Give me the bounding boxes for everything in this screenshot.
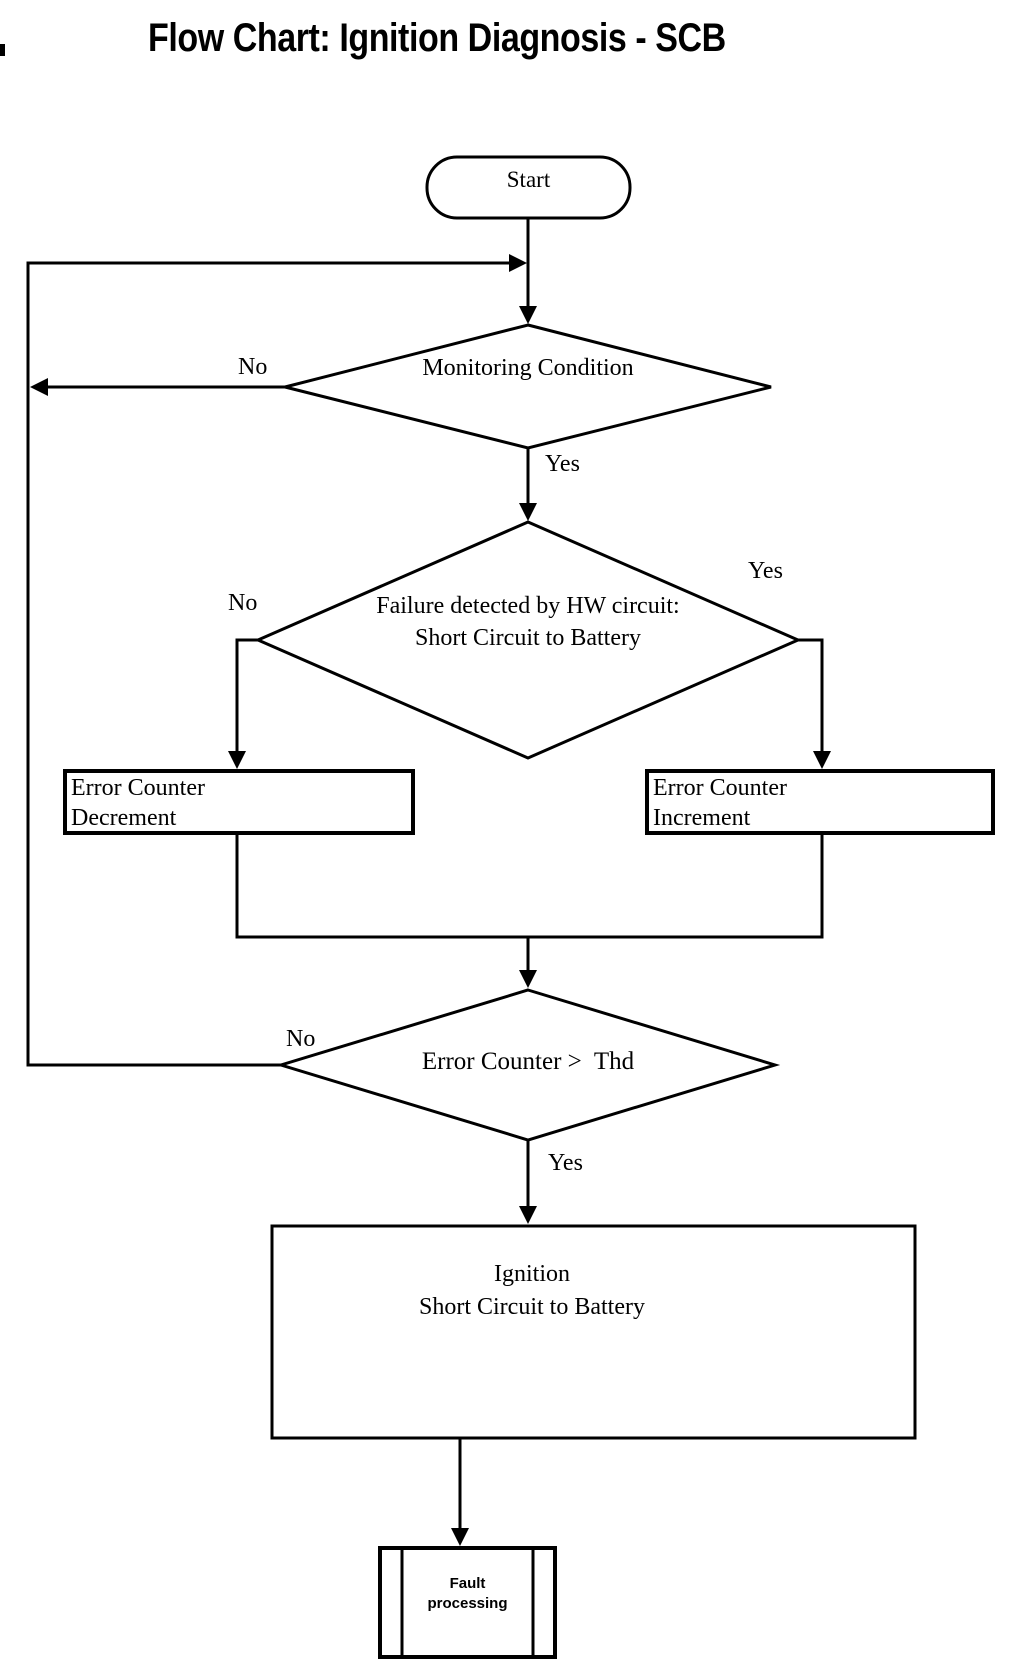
failure-label: Failure detected by HW circuit: Short Ci…	[258, 590, 798, 654]
failure-no-label: No	[228, 590, 258, 616]
decrement-label: Error Counter Decrement	[71, 773, 407, 833]
ignition-label: Ignition Short Circuit to Battery	[282, 1258, 782, 1324]
ignition-label-line1: Ignition	[494, 1261, 570, 1287]
ignition-process-shape	[270, 1224, 917, 1440]
arrowhead-feedback-into-main	[509, 254, 527, 272]
fault-predefined-shape	[378, 1546, 557, 1659]
fault-label-line2: processing	[427, 1595, 508, 1612]
threshold-yes-label: Yes	[548, 1150, 583, 1176]
page-title: Flow Chart: Ignition Diagnosis - SCB	[148, 16, 726, 60]
monitoring-decision-shape	[284, 323, 772, 450]
arrowhead-into-increment	[813, 751, 831, 769]
increment-label: Error Counter Increment	[653, 773, 987, 833]
fault-label-line1: Fault	[449, 1575, 486, 1592]
decrement-process-shape	[63, 769, 415, 835]
arrowhead-into-threshold	[519, 970, 537, 988]
failure-yes-label: Yes	[748, 558, 783, 584]
left-edge-mark	[0, 44, 5, 56]
decrement-label-line2: Decrement	[71, 805, 177, 831]
failure-decision-shape	[254, 520, 802, 760]
fault-label: Fault processing	[402, 1574, 533, 1614]
arrowhead-into-decrement	[228, 751, 246, 769]
threshold-decision-shape	[275, 988, 781, 1142]
ignition-label-line2: Short Circuit to Battery	[419, 1294, 645, 1320]
threshold-label: Error Counter > Thd	[421, 1048, 635, 1075]
monitoring-yes-label: Yes	[545, 451, 580, 477]
start-terminator-shape	[425, 155, 632, 220]
arrowhead-monitoring-no-into-rail	[30, 378, 48, 396]
increment-label-line2: Increment	[653, 805, 751, 831]
failure-label-line1: Failure detected by HW circuit:	[376, 593, 680, 619]
threshold-no-label: No	[286, 1026, 316, 1052]
monitoring-label: Monitoring Condition	[422, 355, 634, 381]
arrowhead-into-ignition	[519, 1206, 537, 1224]
arrowhead-into-monitoring	[519, 306, 537, 324]
arrowhead-into-fault	[451, 1528, 469, 1546]
failure-label-line2: Short Circuit to Battery	[415, 625, 641, 651]
start-label: Start	[506, 167, 551, 192]
arrowhead-into-failure	[519, 503, 537, 521]
decrement-label-line1: Error Counter	[71, 775, 205, 801]
increment-label-line1: Error Counter	[653, 775, 787, 801]
increment-process-shape	[645, 769, 995, 835]
monitoring-no-label: No	[238, 354, 268, 380]
